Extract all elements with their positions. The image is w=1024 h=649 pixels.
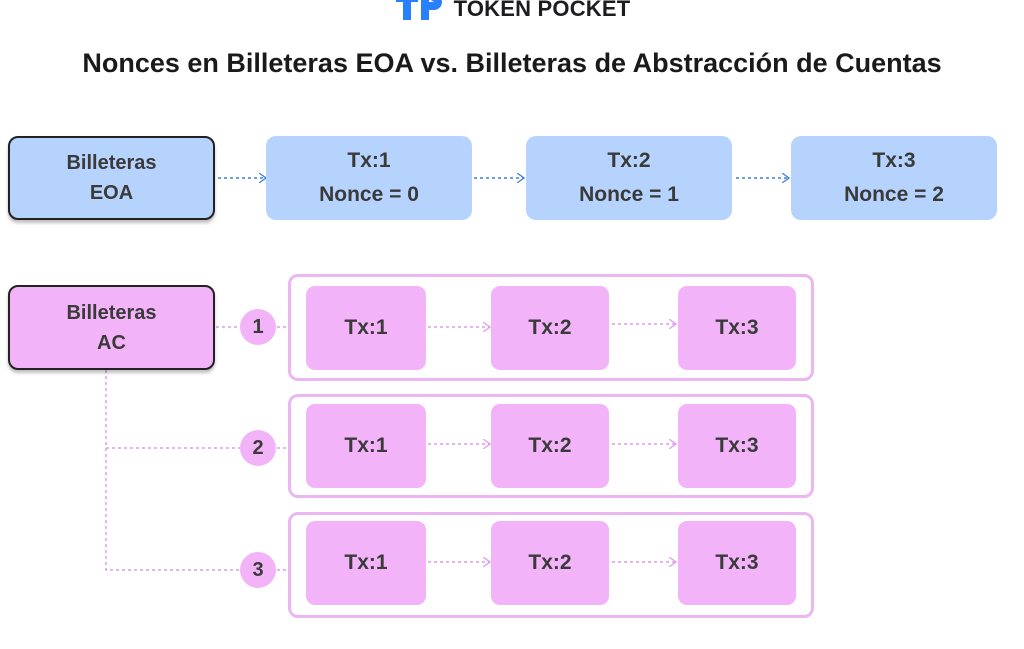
brand-name: TOKEN POCKET: [453, 0, 631, 21]
lane-2-tx-3: Tx:3: [678, 404, 796, 488]
diagram-title: Nonces en Billeteras EOA vs. Billeteras …: [82, 48, 942, 78]
lane-3-tx-2: Tx:2: [491, 521, 609, 605]
eoa-tx-label: Tx:3: [872, 149, 916, 172]
eoa-tx-label: Tx:1: [347, 149, 391, 172]
lane-3-tx-1: Tx:1: [306, 521, 426, 605]
eoa-wallet-label-line2: EOA: [89, 182, 134, 204]
eoa-nonce-label: Nonce = 1: [579, 183, 679, 206]
lane-1-tx-2: Tx:2: [491, 286, 609, 370]
eoa-nonce-label: Nonce = 0: [319, 183, 419, 206]
brand-logo: TOKEN POCKET: [0, 0, 1024, 26]
lane-1-tx-3: Tx:3: [678, 286, 796, 370]
lane-number-3: 3: [240, 552, 276, 588]
lane-2-tx-1: Tx:1: [306, 404, 426, 488]
ac-wallet-box: Billeteras AC: [8, 285, 215, 370]
lane-3-tx-3: Tx:3: [678, 521, 796, 605]
eoa-tx-box-2: Tx:2 Nonce = 1: [526, 136, 732, 220]
eoa-tx-label: Tx:2: [607, 149, 651, 172]
eoa-tx-box-3: Tx:3 Nonce = 2: [791, 136, 997, 220]
eoa-nonce-label: Nonce = 2: [844, 183, 944, 206]
ac-branch-vertical: [105, 370, 240, 571]
lane-number-1: 1: [240, 309, 276, 345]
lane-number-2: 2: [240, 430, 276, 466]
ac-wallet-label-line1: Billeteras: [66, 301, 157, 324]
lane-1-tx-1: Tx:1: [306, 286, 426, 370]
tp-logo-icon: [395, 0, 442, 20]
lane-2-tx-2: Tx:2: [491, 404, 609, 488]
eoa-wallet-box: Billeteras EOA: [8, 136, 215, 220]
eoa-wallet-label-line1: Billeteras: [66, 152, 157, 174]
ac-wallet-label-line2: AC: [97, 331, 126, 354]
eoa-tx-box-1: Tx:1 Nonce = 0: [266, 136, 472, 220]
